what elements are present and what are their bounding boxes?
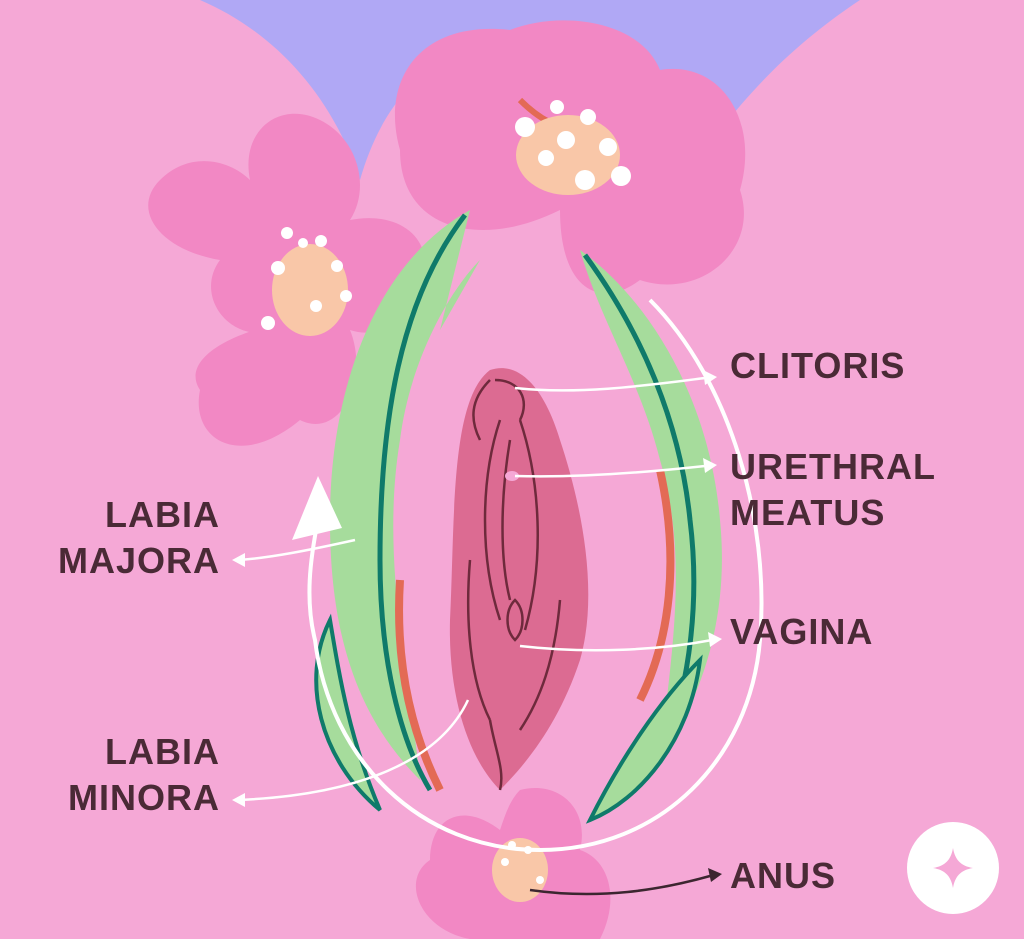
pointer-anus bbox=[529, 874, 711, 896]
sparkle-badge[interactable] bbox=[907, 822, 999, 914]
label-labia-minora-line2: MINORA bbox=[68, 777, 220, 818]
vulva bbox=[449, 368, 589, 791]
top-flower bbox=[394, 20, 746, 294]
label-labia-majora-line1: LABIA bbox=[105, 494, 220, 535]
pointer-labia-minora bbox=[237, 699, 470, 802]
label-urethral-meatus-line1: URETHRAL bbox=[730, 446, 936, 487]
label-urethral-meatus-line2: MEATUS bbox=[730, 492, 886, 533]
label-anus: ANUS bbox=[730, 855, 837, 896]
sparkle-icon bbox=[933, 848, 973, 888]
label-labia-minora-line1: LABIA bbox=[105, 731, 220, 772]
pointer-urethral bbox=[514, 464, 706, 478]
right-leaf bbox=[580, 250, 722, 824]
loop-arrow bbox=[292, 298, 764, 853]
pointer-clitoris bbox=[514, 376, 706, 392]
bottom-flower bbox=[415, 788, 611, 939]
pointer-vagina bbox=[519, 638, 713, 652]
label-clitoris: CLITORIS bbox=[730, 345, 906, 386]
pointer-labia-majora bbox=[237, 538, 356, 562]
left-leaf bbox=[314, 210, 480, 812]
label-labia-majora-line2: MAJORA bbox=[57, 540, 220, 581]
label-vagina: VAGINA bbox=[730, 611, 874, 652]
sky-shape bbox=[200, 0, 860, 180]
